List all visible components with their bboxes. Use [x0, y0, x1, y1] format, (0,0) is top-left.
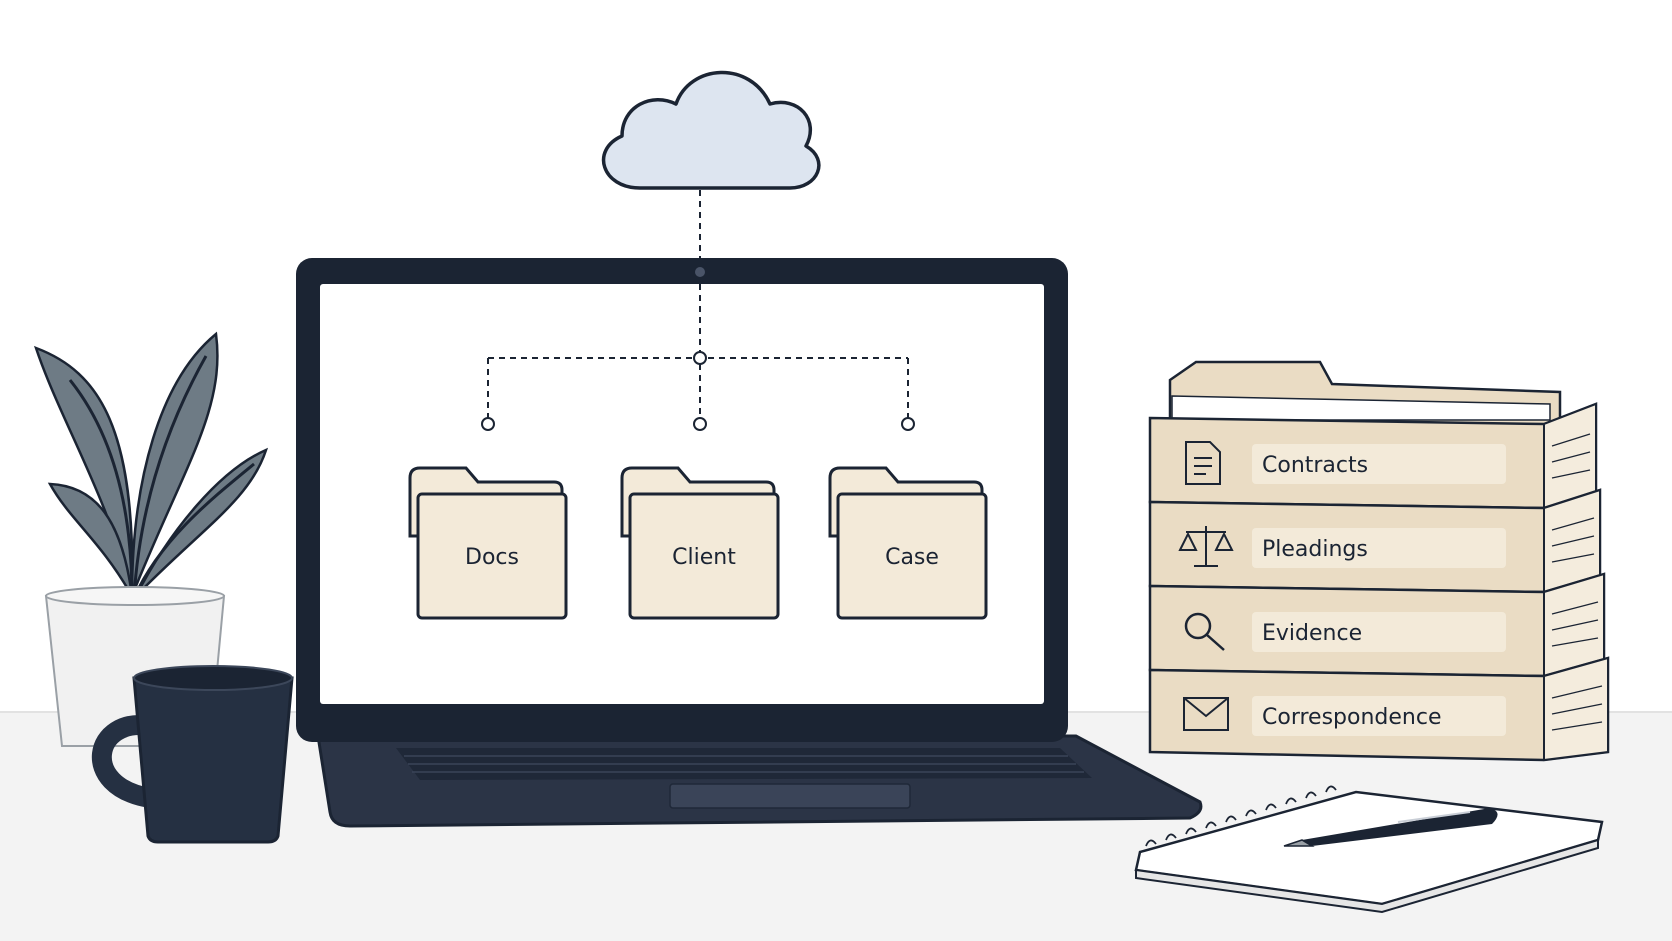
binder-evidence[interactable]: Evidence	[1148, 572, 1606, 678]
screen-folder-client[interactable]: Client	[620, 466, 780, 620]
notebook-spiral	[1145, 785, 1337, 847]
folder-hierarchy-lines	[481, 284, 915, 431]
document-icon	[1185, 441, 1221, 485]
screen-folder-case[interactable]: Case	[828, 466, 988, 620]
binder-label: Pleadings	[1262, 537, 1368, 562]
magnifying-glass-icon	[1184, 612, 1225, 651]
pen	[1283, 808, 1498, 847]
binder-label: Evidence	[1262, 621, 1362, 646]
potted-plant	[33, 331, 269, 747]
coffee-mug	[91, 665, 294, 844]
laptop-base	[316, 734, 1203, 828]
binder-label: Correspondence	[1262, 705, 1441, 730]
envelope-icon	[1183, 697, 1229, 731]
screen-folder-label: Docs	[465, 545, 519, 570]
screen-folder-label: Client	[672, 545, 736, 570]
cloud-icon	[601, 70, 821, 190]
plant-leaves	[33, 331, 269, 597]
webcam-dot	[695, 267, 705, 277]
scales-of-justice-icon	[1178, 526, 1234, 567]
binder-contracts[interactable]: Contracts	[1148, 402, 1598, 510]
binder-correspondence[interactable]: Correspondence	[1148, 656, 1610, 762]
binder-label: Contracts	[1262, 453, 1368, 478]
screen-folder-label: Case	[885, 545, 939, 570]
screen-folder-docs[interactable]: Docs	[408, 466, 568, 620]
